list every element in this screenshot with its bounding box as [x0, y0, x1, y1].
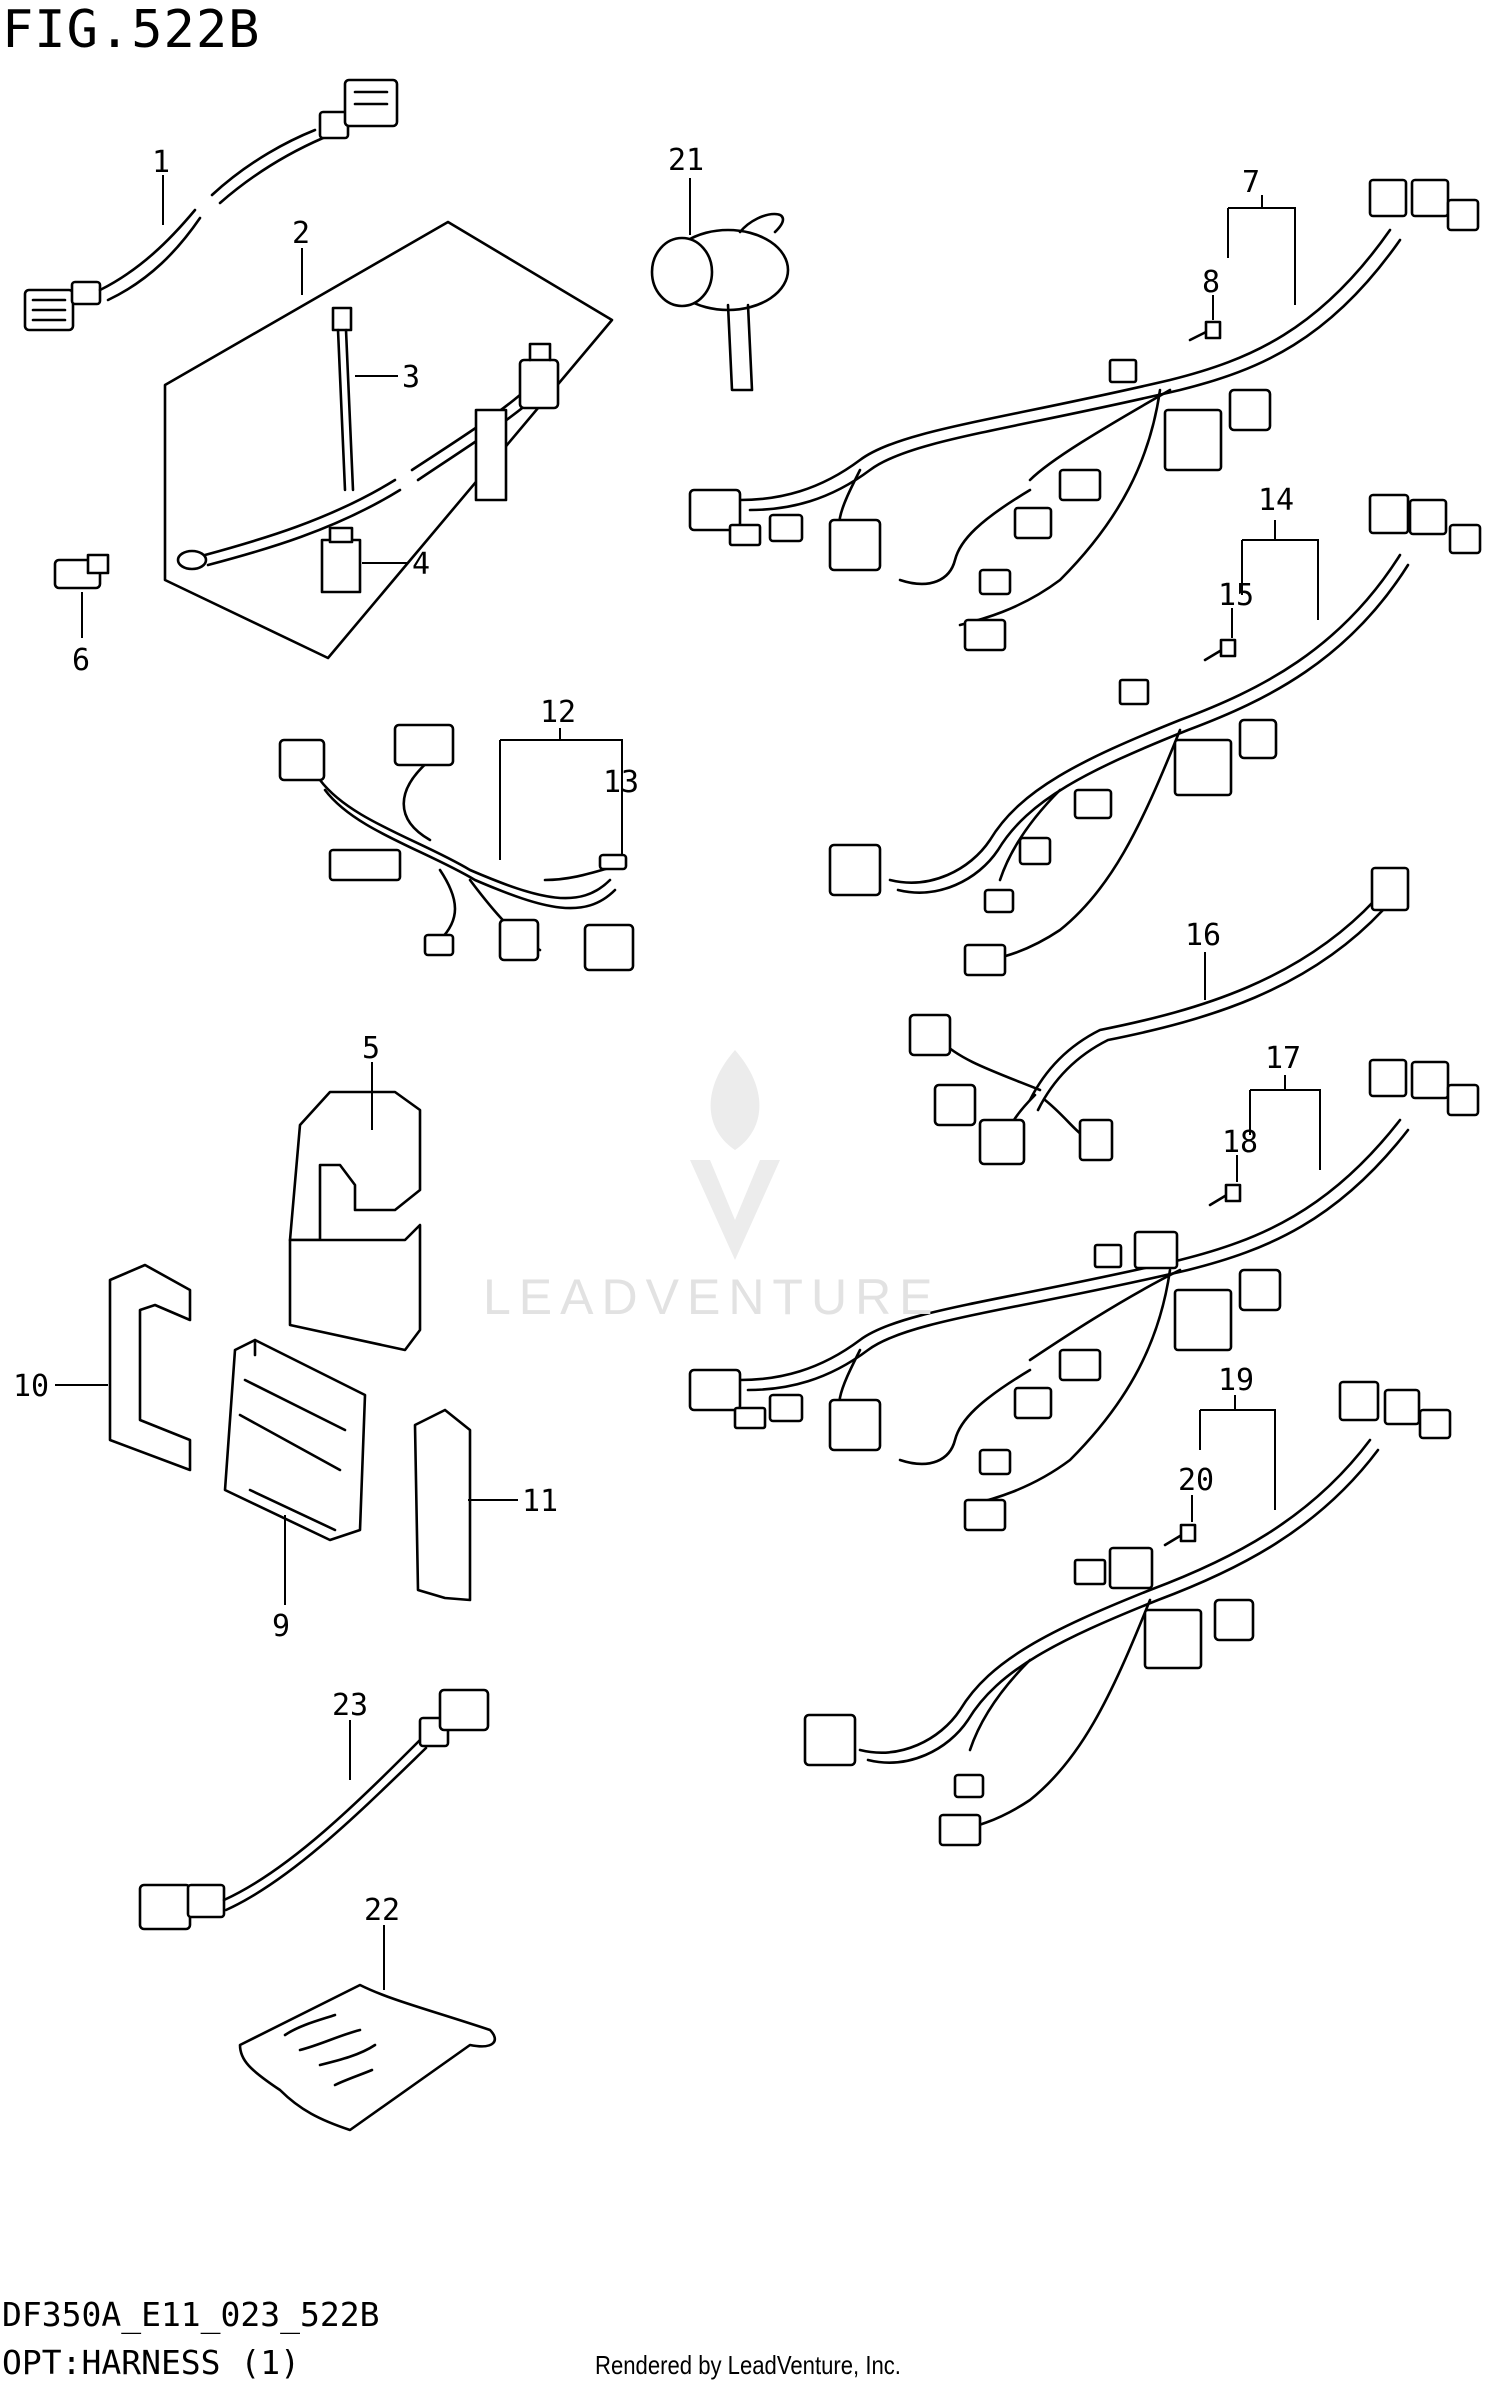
leader-7 [1227, 207, 1296, 305]
render-credit: Rendered by LeadVenture, Inc. [595, 2350, 901, 2380]
leader-14 [1241, 539, 1319, 620]
part-3-ground-cable[interactable] [176, 306, 560, 571]
part-6-connector-cap[interactable] [53, 553, 110, 590]
part-20-screw[interactable] [1163, 1523, 1197, 1547]
part-2-kit-box[interactable] [163, 220, 614, 660]
callout-18[interactable]: 18 [1222, 1125, 1258, 1160]
part-16-harness[interactable] [908, 866, 1410, 1166]
callout-22[interactable]: 22 [364, 1893, 400, 1928]
part-18-screw[interactable] [1208, 1183, 1242, 1207]
watermark-logo [690, 1050, 780, 1260]
callout-1[interactable]: 1 [152, 145, 170, 180]
callout-20[interactable]: 20 [1178, 1463, 1214, 1498]
callout-5[interactable]: 5 [362, 1031, 380, 1066]
callout-3[interactable]: 3 [402, 360, 420, 395]
callout-4[interactable]: 4 [412, 547, 430, 582]
part-12-harness[interactable] [278, 723, 635, 972]
part-7-main-harness[interactable] [688, 178, 1480, 652]
callout-17[interactable]: 17 [1265, 1041, 1301, 1076]
callout-6[interactable]: 6 [72, 643, 90, 678]
figure-subtitle: OPT:HARNESS (1) [2, 2343, 301, 2382]
leader-19 [1199, 1409, 1276, 1510]
figure-title: FIG.522B [2, 0, 261, 60]
part-10-bracket[interactable] [108, 1263, 192, 1472]
callout-9[interactable]: 9 [272, 1609, 290, 1644]
callout-12[interactable]: 12 [540, 695, 576, 730]
part-23-harness[interactable] [138, 1688, 490, 1931]
callout-15[interactable]: 15 [1218, 578, 1254, 613]
callout-16[interactable]: 16 [1185, 918, 1221, 953]
part-4-fuse[interactable] [320, 526, 362, 594]
part-22-bag[interactable] [238, 1983, 496, 2132]
part-1-harness[interactable] [23, 78, 399, 332]
callout-10[interactable]: 10 [13, 1369, 49, 1404]
part-21-cap[interactable] [650, 212, 790, 392]
leader-17 [1249, 1089, 1321, 1170]
part-17-harness[interactable] [688, 1058, 1480, 1532]
drawing-code: DF350A_E11_023_522B [2, 2295, 380, 2334]
part-14-harness[interactable] [828, 493, 1482, 977]
callout-23[interactable]: 23 [332, 1688, 368, 1723]
callout-8[interactable]: 8 [1202, 265, 1220, 300]
part-8-screw[interactable] [1188, 320, 1222, 342]
part-9-module[interactable] [223, 1338, 367, 1542]
part-11-clip[interactable] [413, 1408, 472, 1602]
callout-7[interactable]: 7 [1242, 165, 1260, 200]
callout-19[interactable]: 19 [1218, 1363, 1254, 1398]
callout-14[interactable]: 14 [1258, 483, 1294, 518]
leader-12 [499, 739, 623, 860]
part-19-harness[interactable] [803, 1380, 1452, 1847]
watermark-text: LEADVENTURE [483, 1269, 941, 1325]
part-5-cover[interactable] [288, 1090, 422, 1352]
callout-21[interactable]: 21 [668, 143, 704, 178]
part-15-screw[interactable] [1203, 638, 1237, 662]
callout-11[interactable]: 11 [522, 1484, 558, 1519]
callout-2[interactable]: 2 [292, 216, 310, 251]
callout-13[interactable]: 13 [603, 765, 639, 800]
